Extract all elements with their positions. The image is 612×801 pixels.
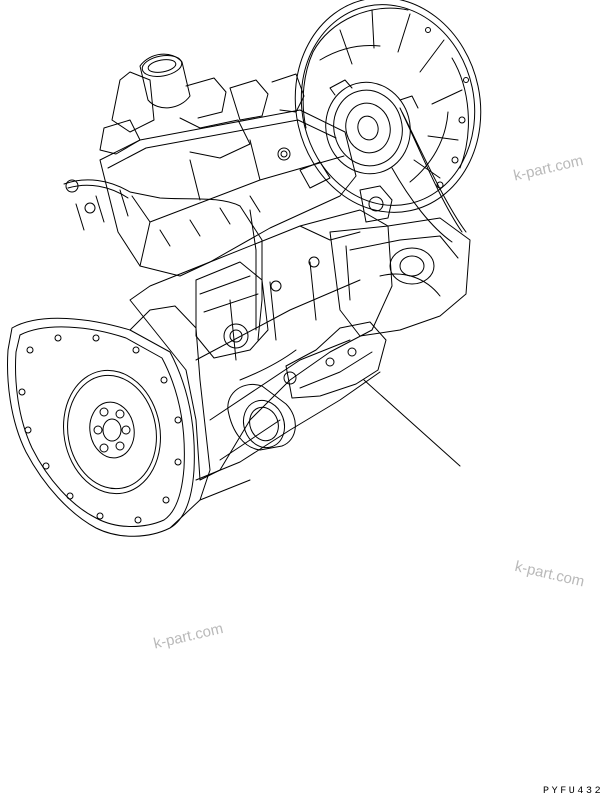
fuel-injection-pipes (63, 179, 263, 341)
oil-cooler (283, 321, 387, 399)
flywheel-housing (7, 305, 211, 537)
oil-pan (195, 371, 381, 501)
injection-pump (195, 261, 269, 359)
timing-gear-case (329, 185, 471, 337)
air-intake (99, 53, 305, 159)
oil-filter (227, 384, 296, 451)
fan-belt (391, 107, 467, 243)
cylinder-head (99, 109, 357, 277)
flywheel (63, 369, 161, 495)
cylinder-block (129, 209, 393, 481)
leader-line (363, 379, 461, 467)
fan-pulley (325, 79, 419, 175)
figure-code: PYFU432 (543, 786, 604, 797)
